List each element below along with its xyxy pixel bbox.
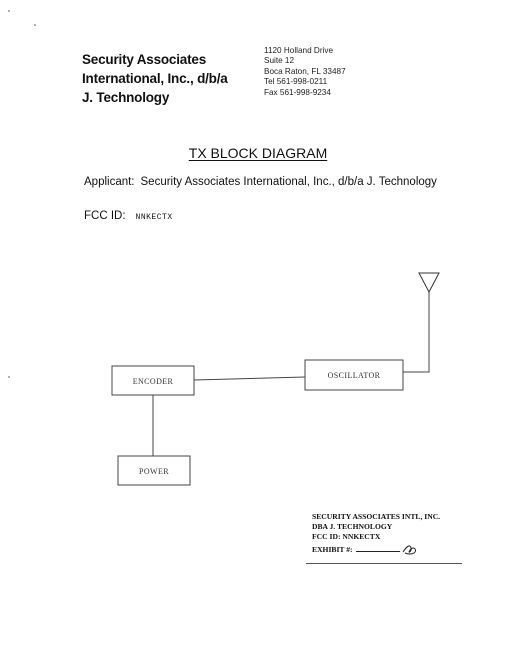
page-title: TX BLOCK DIAGRAM <box>188 145 328 161</box>
oscillator-label: OSCILLATOR <box>328 371 381 380</box>
power-block <box>117 455 191 486</box>
address-suite: Suite 12 <box>264 56 295 66</box>
fcc-id-label: FCC ID: <box>84 210 126 222</box>
encoder-label: ENCODER <box>133 377 174 386</box>
encoder-block <box>111 365 195 396</box>
scan-speck <box>34 24 36 26</box>
address-tel: Tel 561-998-0211 <box>264 77 328 87</box>
oscillator-block <box>304 359 404 391</box>
address-city: Boca Raton, FL 33487 <box>264 66 346 76</box>
exhibit-label: EXHIBIT #: <box>312 545 353 554</box>
stamp-exhibit: EXHIBIT #: <box>312 542 440 556</box>
link-oscillator-antenna <box>403 292 430 373</box>
company-address: 1120 Holland Drive Suite 12 Boca Raton, … <box>264 46 346 98</box>
company-line-3: J. Technology <box>82 90 170 105</box>
company-line-2: International, Inc., d/b/a <box>82 71 228 86</box>
applicant-line: Applicant: Security Associates Internatio… <box>84 176 437 188</box>
fcc-id-value: NNKECTX <box>135 213 173 222</box>
stamp-line-1: SECURITY ASSOCIATES INTL, INC. <box>312 512 441 521</box>
stamp-line-2: DBA J. TECHNOLOGY <box>312 522 393 531</box>
stamp-line-3: FCC ID: NNKECTX <box>312 532 381 541</box>
company-name: Security Associates International, Inc.,… <box>82 50 228 107</box>
address-fax: Fax 561-998-9234 <box>264 87 331 97</box>
link-encoder-oscillator <box>193 376 306 381</box>
stamp-rule <box>306 563 462 564</box>
exhibit-blank <box>355 545 400 552</box>
exhibit-stamp: SECURITY ASSOCIATES INTL, INC. DBA J. TE… <box>312 512 440 556</box>
applicant-label: Applicant: <box>84 176 135 188</box>
antenna-icon <box>418 272 440 294</box>
fcc-id-line: FCC ID: NNKECTX <box>84 210 173 222</box>
company-line-1: Security Associates <box>82 52 207 67</box>
handwritten-mark-icon <box>402 545 416 555</box>
scan-speck <box>8 376 10 378</box>
address-street: 1120 Holland Drive <box>264 46 334 55</box>
applicant-value: Security Associates International, Inc.,… <box>140 176 437 188</box>
power-label: POWER <box>139 467 169 476</box>
scan-speck <box>8 10 10 12</box>
